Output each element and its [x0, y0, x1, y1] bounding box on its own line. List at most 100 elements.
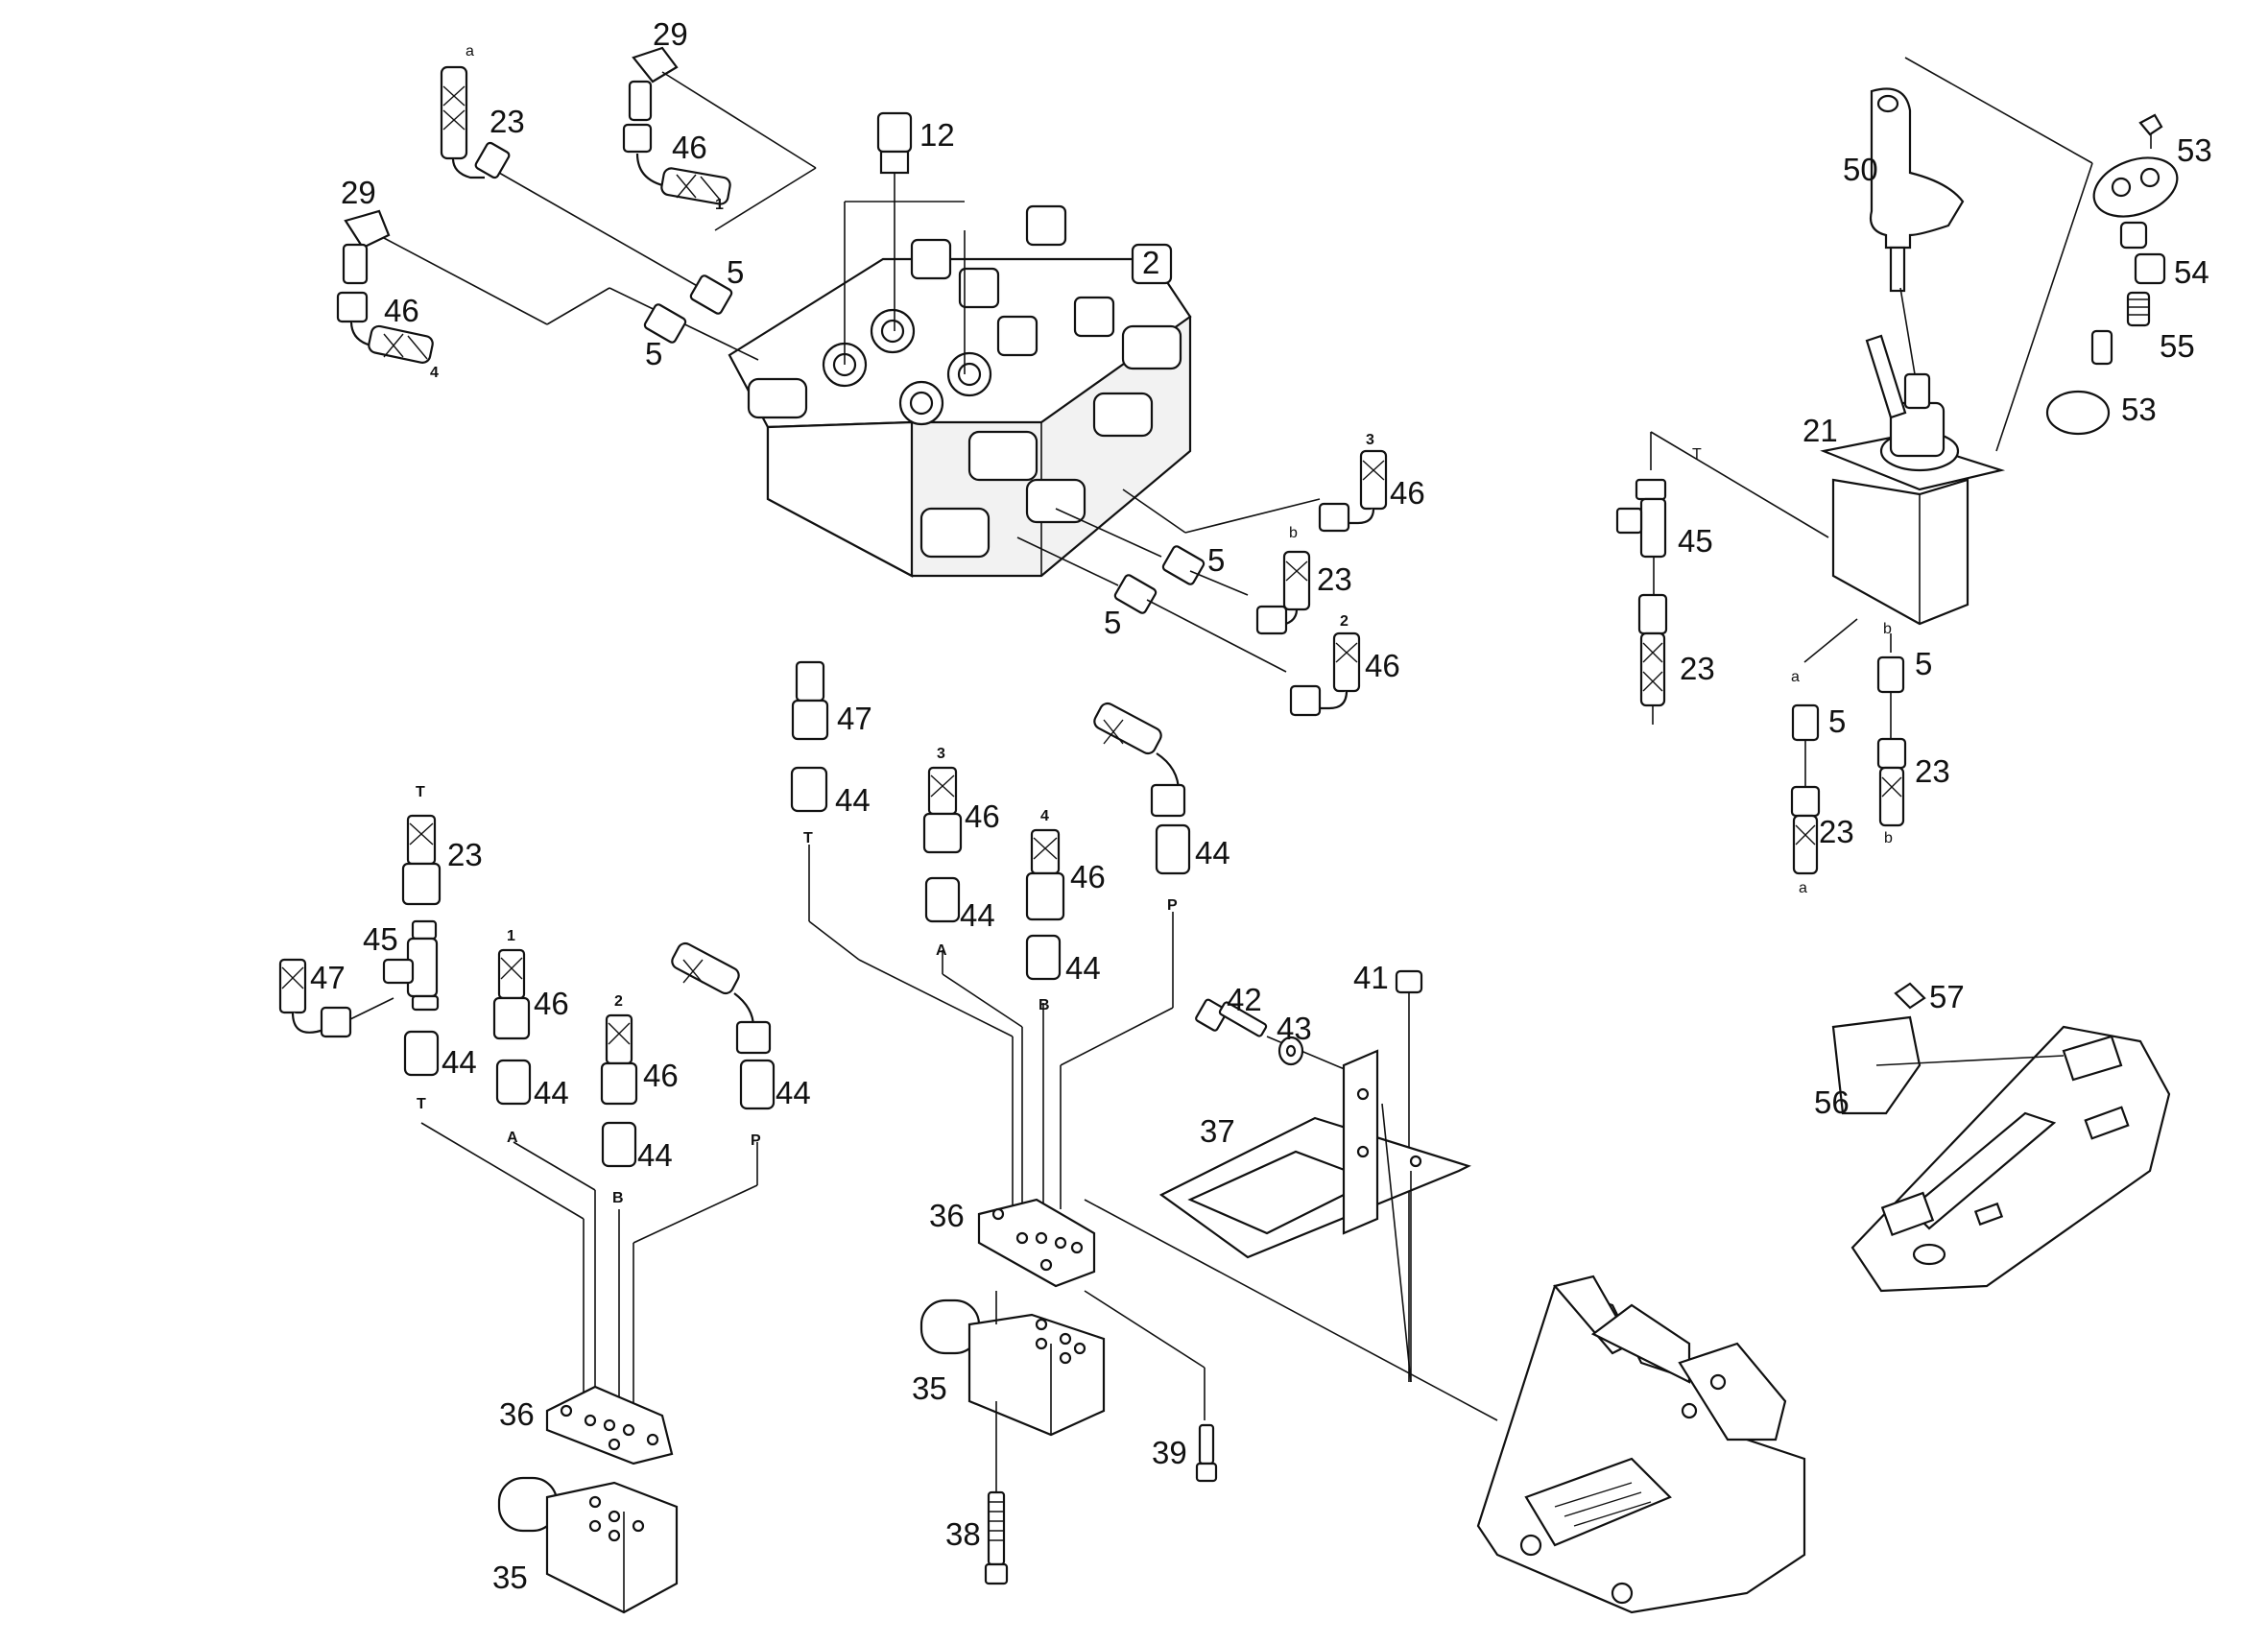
nipple-44-left-b: [601, 1121, 637, 1411]
callout-47: 47: [837, 701, 872, 736]
adapter-47-left: [278, 958, 394, 1038]
solenoid-valve-35-center: [919, 1291, 1106, 1492]
hose-23-joystick-t: [1637, 593, 1668, 725]
callout-37: 37: [1200, 1113, 1235, 1149]
callout-53: 53: [2121, 392, 2157, 427]
callout-46: 46: [643, 1058, 679, 1093]
callout-56: 56: [1814, 1084, 1850, 1120]
callout-29: 29: [653, 16, 688, 52]
callout-36: 36: [499, 1396, 535, 1432]
nipple-5-c: [1055, 508, 1249, 596]
callout-5: 5: [1915, 646, 1932, 681]
callout-44: 44: [442, 1044, 477, 1080]
port-mark-T: T: [1692, 446, 1702, 463]
callout-50: 50: [1843, 152, 1878, 187]
port-mark-3: 3: [1366, 432, 1374, 448]
elbow-29-left: [342, 209, 759, 361]
callout-23: 23: [1819, 814, 1854, 849]
callout-46: 46: [1365, 648, 1400, 683]
callout-23: 23: [1680, 651, 1715, 686]
callout-46: 46: [965, 798, 1000, 834]
support-frame: [1476, 1275, 1806, 1614]
hose-23-left-t: [401, 814, 442, 906]
callout-12: 12: [919, 117, 955, 153]
port-mark-P: P: [751, 1132, 761, 1149]
hose-46-right-2: [1289, 631, 1361, 717]
port-mark-a: a: [1799, 880, 1807, 896]
nipple-44-center-b: [1025, 934, 1062, 1209]
callout-41: 41: [1353, 960, 1389, 995]
tee-45-left: [382, 919, 440, 1012]
callout-2: 2: [1142, 245, 1159, 280]
callout-23: 23: [489, 104, 525, 139]
callout-5: 5: [645, 336, 662, 371]
tee-45-right: [1615, 478, 1667, 595]
callout-35: 35: [912, 1370, 947, 1406]
callout-5: 5: [1207, 542, 1225, 578]
port-mark-A: A: [936, 942, 947, 959]
nipple-44-left-p: [633, 1059, 776, 1411]
port-mark-4: 4: [430, 365, 439, 381]
port-mark-1: 1: [715, 197, 724, 213]
callout-54: 54: [2174, 254, 2209, 290]
hose-23-right: [1255, 550, 1311, 635]
callout-23: 23: [1915, 753, 1950, 789]
callout-46: 46: [534, 986, 569, 1021]
callout-44: 44: [960, 897, 995, 933]
port-mark-2: 2: [614, 993, 623, 1010]
port-mark-2: 2: [1340, 613, 1349, 630]
callout-21: 21: [1802, 413, 1838, 448]
callout-23: 23: [1317, 561, 1352, 597]
callout-53: 53: [2177, 132, 2212, 168]
callout-43: 43: [1277, 1011, 1312, 1046]
elbow-hose-left-p: [671, 941, 772, 1055]
port-mark-A: A: [507, 1130, 518, 1146]
screw-38: [984, 1490, 1009, 1585]
control-valve-block: [728, 204, 1192, 578]
port-mark-B: B: [612, 1190, 624, 1206]
port-mark-1: 1: [507, 928, 515, 944]
hose-23-joystick-a: [1790, 785, 1821, 875]
callout-42: 42: [1227, 982, 1262, 1017]
fitting-12: [844, 111, 966, 374]
callout-39: 39: [1152, 1435, 1187, 1470]
console-cover: [1850, 1025, 2171, 1293]
hose-46-left-1: [492, 948, 531, 1040]
joystick-handle-50: [1869, 57, 2093, 452]
port-mark-4: 4: [1040, 808, 1049, 824]
cover-53-bottom: [2045, 390, 2111, 436]
callout-38: 38: [945, 1516, 981, 1552]
switch-56: [1831, 1015, 2065, 1115]
callout-47: 47: [310, 960, 346, 995]
callout-labels: 29 23 46 29 46 5 5 12 2 46 5 23 5 46 50 …: [310, 16, 2212, 1595]
bracket-37: [1158, 1049, 1471, 1383]
port-mark-T: T: [417, 1096, 426, 1112]
nipple-5-a: [689, 274, 733, 315]
elbow-hose-center-p: [1093, 702, 1186, 818]
manifold-plate-36-center: [977, 1198, 1498, 1421]
callout-46: 46: [672, 130, 707, 165]
port-mark-P: P: [1167, 897, 1178, 914]
port-mark-a: a: [466, 43, 474, 60]
callout-23: 23: [447, 837, 483, 872]
hose-46-center-4: [1025, 828, 1065, 921]
port-mark-T: T: [416, 784, 425, 800]
callout-46: 46: [1070, 859, 1106, 894]
callout-55: 55: [2160, 328, 2195, 364]
nipple-44-left-a: [495, 1059, 596, 1411]
nipple-44-center-a: [924, 876, 1023, 1209]
port-mark-3: 3: [937, 746, 945, 762]
callout-45: 45: [1678, 523, 1713, 559]
adapter-47-center: [791, 660, 829, 741]
washer-43: [1277, 1036, 1304, 1066]
port-mark-b: b: [1883, 621, 1892, 637]
screw-39: [1195, 1423, 1218, 1483]
hose-46-center-3: [922, 766, 963, 854]
manifold-plate-36-left: [545, 1385, 674, 1465]
hose-46-right-3: [1122, 449, 1388, 534]
callout-44: 44: [1195, 835, 1230, 870]
hose-46-left: [336, 291, 434, 364]
port-marks: a 1 4 3 b 2 T b a a b T A B P 3 4 T 1 2 …: [416, 43, 1893, 1206]
callout-46: 46: [384, 293, 419, 328]
spring-55: [2090, 291, 2151, 366]
